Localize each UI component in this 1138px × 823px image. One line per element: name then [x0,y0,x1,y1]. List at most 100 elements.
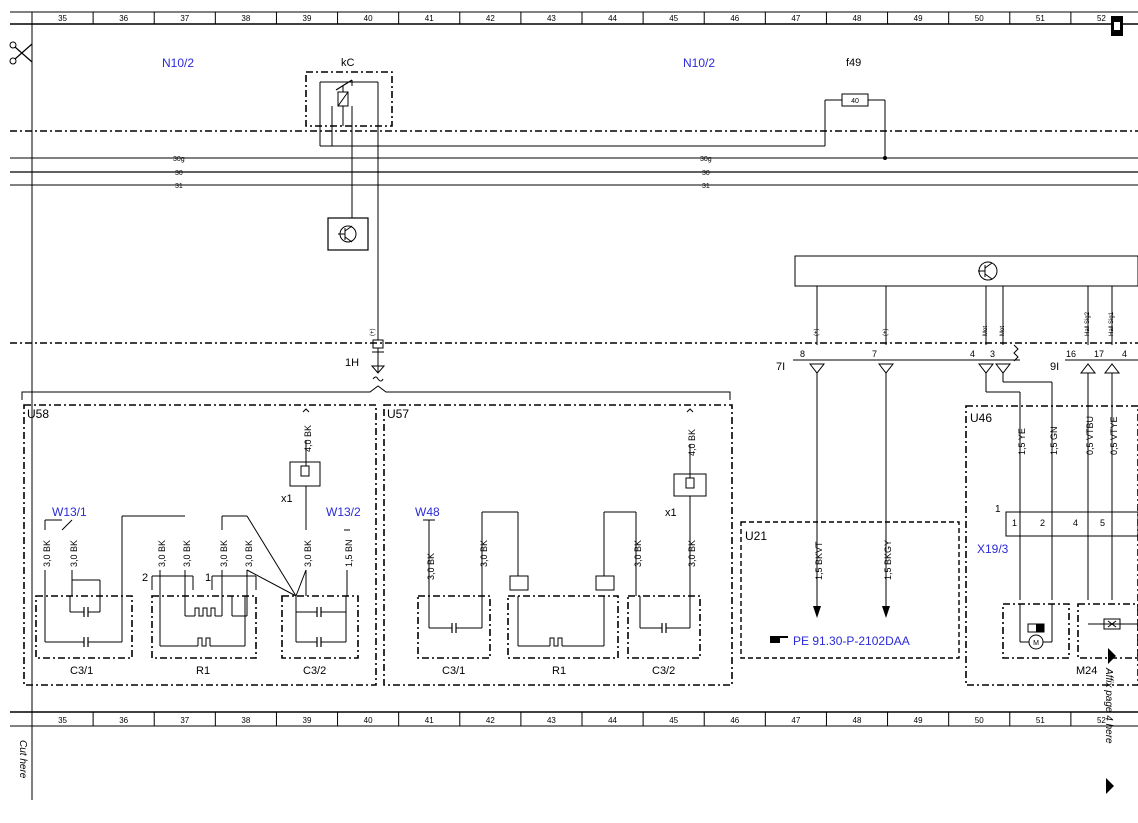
n10-2-label-right: N10/2 [683,56,715,70]
bottom-grid-number: 41 [425,716,434,725]
f49-fuse-label: f49 [846,57,861,69]
transistor-icon-small [327,217,369,251]
bottom-grid-number: 37 [180,716,189,725]
u46-wire-4: 0,5 VTYE [1109,416,1119,455]
f49-fuse: 40 [824,93,887,160]
top-grid-number: 38 [241,14,250,23]
u57-wire-4: 3,0 BK [687,540,697,567]
pointing-hand-icon [770,636,788,643]
u57-module: U57 W48 x1 C3/1 R1 C3/2 [383,404,733,686]
u58-wire-2: 3,0 BK [69,540,79,567]
u21-module: U21 1,5 BKVT 1,5 BKGY PE 91.30-P-2102DAA [740,373,960,659]
u57-r1-label: R1 [552,665,566,677]
top-grid-number: 45 [669,14,678,23]
pin-plus-label-2: (+) [814,328,820,336]
u58-x1-label: x1 [281,493,293,505]
motor-icon: M [1019,604,1053,650]
bottom-grid-number: 47 [791,716,800,725]
connector-1h: (+) 1H [21,328,731,400]
pin-8-label: 8 [800,349,805,359]
fuse-value: 40 [851,98,859,105]
u58-wire-4: 3,0 BK [182,540,192,567]
bus-lines: 30g 30 31 30g 30 31 [10,156,1138,190]
bus-30-label-right: 30 [702,170,710,177]
svg-text:M: M [1033,640,1039,647]
bus-30g-label-right: 30g [700,156,712,163]
hall-sensor-icon [1088,618,1138,630]
pin-3-label: 3 [990,349,995,359]
top-grid-number: 43 [547,14,556,23]
n10-2-label-left: N10/2 [162,56,194,70]
affix-label: Affix page 4 here [1103,667,1114,744]
u57-wire-2: 3,0 BK [479,540,489,567]
connector-9i-label: 9I [1050,361,1059,373]
affix-marker: Affix page 4 here [1103,648,1116,794]
u57-wire-3: 3,0 BK [633,540,643,567]
top-grid-number: 51 [1036,14,1045,23]
kc-relay-label: kC [341,57,355,69]
w13-1-label: W13/1 [52,505,87,519]
u58-wire-1: 3,0 BK [42,540,52,567]
bottom-grid-number: 52 [1097,716,1106,725]
pin-plus-label-3: (+) [883,328,889,336]
top-grid-number: 42 [486,14,495,23]
bus-30g-label: 30g [173,156,185,163]
connector-7i-label: 7I [776,361,785,373]
top-grid-number: 39 [303,14,312,23]
u58-wire-7: 3,0 BK [303,540,313,567]
pin-mot-label-1: Mot [983,326,989,336]
bottom-grid-number: 42 [486,716,495,725]
u58-wire-9: 4,0 BK [303,425,313,452]
x19-pin-2: 2 [1040,518,1045,528]
x19-pin-4: 4 [1073,518,1078,528]
u21-label: U21 [745,529,767,543]
m24-label: M24 [1076,665,1097,677]
w48-label: W48 [415,505,440,519]
u57-wire-5: 4,0 BK [687,429,697,456]
pin-17-label: 17 [1094,349,1104,359]
bottom-grid-number: 49 [914,716,923,725]
u58-wire-3: 3,0 BK [157,540,167,567]
u21-reference: PE 91.30-P-2102DAA [793,634,910,648]
page-corner-icon [1111,16,1123,36]
bottom-grid-number: 44 [608,716,617,725]
top-grid-number: 41 [425,14,434,23]
bottom-grid-number: 51 [1036,716,1045,725]
bus-30-label: 30 [175,170,183,177]
top-grid-number: 35 [58,14,67,23]
u58-wire-5: 3,0 BK [219,540,229,567]
u58-wire-6: 3,0 BK [244,540,254,567]
u57-x1-label: x1 [665,507,677,519]
u46-wire-2: 1,5 GN [1049,426,1059,455]
u57-wire-1: 3,0 BK [426,553,436,580]
top-grid-number: 48 [853,14,862,23]
bottom-grid-number: 35 [58,716,67,725]
top-grid-number: 46 [730,14,739,23]
bottom-grid-number: 46 [730,716,739,725]
x19-pin-5: 5 [1100,518,1105,528]
pin-4b-label: 4 [1122,349,1127,359]
u58-label: U58 [27,407,49,421]
bus-31-label: 31 [175,183,183,190]
u58-c32-label: C3/2 [303,665,326,677]
u57-c31-label: C3/1 [442,665,465,677]
bottom-grid-number: 38 [241,716,250,725]
pin-16-label: 16 [1066,349,1076,359]
pin-hall2-label: Hall Sig2 [1085,311,1091,336]
u58-c31-label: C3/1 [70,665,93,677]
connector-1h-label: 1H [345,357,359,369]
top-grid-number: 37 [180,14,189,23]
bus-31-label-right: 31 [702,183,710,190]
scissors-icon [9,41,33,65]
top-grid-number: 52 [1097,14,1106,23]
pin-4-label: 4 [970,349,975,359]
bottom-grid-number: 39 [303,716,312,725]
bottom-grid-number: 36 [119,716,128,725]
top-grid-number: 49 [914,14,923,23]
u57-label: U57 [387,407,409,421]
x19-3-label: X19/3 [977,542,1009,556]
bottom-grid-number: 50 [975,716,984,725]
top-grid-number: 44 [608,14,617,23]
